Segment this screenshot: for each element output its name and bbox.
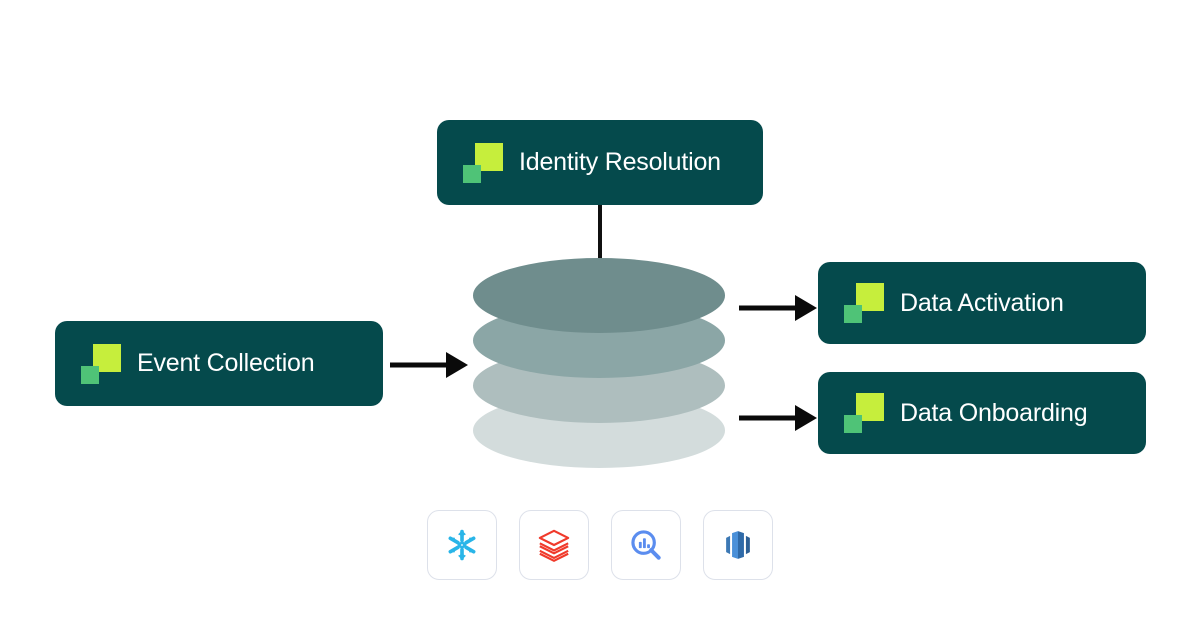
snowflake-icon: [448, 529, 476, 561]
logo-square-small: [81, 365, 99, 384]
arrow-stack-to-activation-icon: [739, 295, 817, 321]
redshift-icon: [726, 531, 750, 559]
logo-square-small: [844, 415, 862, 433]
card-data-activation[interactable]: Data Activation: [818, 262, 1146, 344]
card-data-activation-label: Data Activation: [900, 288, 1064, 317]
brand-squares-logo-icon: [844, 283, 884, 323]
card-event-collection-label: Event Collection: [137, 349, 315, 377]
card-identity-resolution[interactable]: Identity Resolution: [437, 120, 763, 205]
integration-tile-databricks[interactable]: [519, 510, 589, 580]
arrow-head: [795, 295, 817, 321]
logo-square-small: [463, 164, 481, 183]
arrow-event-to-stack-icon: [390, 352, 468, 378]
card-data-onboarding-label: Data Onboarding: [900, 398, 1088, 427]
brand-squares-logo-icon: [81, 343, 121, 384]
arrow-head: [795, 405, 817, 431]
card-data-onboarding[interactable]: Data Onboarding: [818, 372, 1146, 454]
arrow-stack-to-onboarding-icon: [739, 405, 817, 431]
arrow-shaft: [739, 415, 799, 421]
stack-layer-1: [473, 258, 725, 333]
logo-square-small: [844, 305, 862, 323]
arrow-head: [446, 352, 468, 378]
integration-tile-bigquery[interactable]: [611, 510, 681, 580]
arrow-shaft: [390, 362, 450, 368]
integration-tiles: [427, 510, 773, 580]
card-event-collection[interactable]: Event Collection: [55, 321, 383, 406]
card-identity-resolution-label: Identity Resolution: [519, 148, 721, 176]
integration-tile-redshift[interactable]: [703, 510, 773, 580]
data-warehouse-stack: [473, 258, 725, 468]
integration-tile-snowflake[interactable]: [427, 510, 497, 580]
arrow-shaft: [739, 305, 799, 311]
bigquery-icon: [631, 530, 661, 560]
brand-squares-logo-icon: [463, 142, 503, 183]
databricks-icon: [538, 529, 570, 562]
brand-squares-logo-icon: [844, 393, 884, 433]
connector-identity-to-stack: [598, 205, 602, 267]
